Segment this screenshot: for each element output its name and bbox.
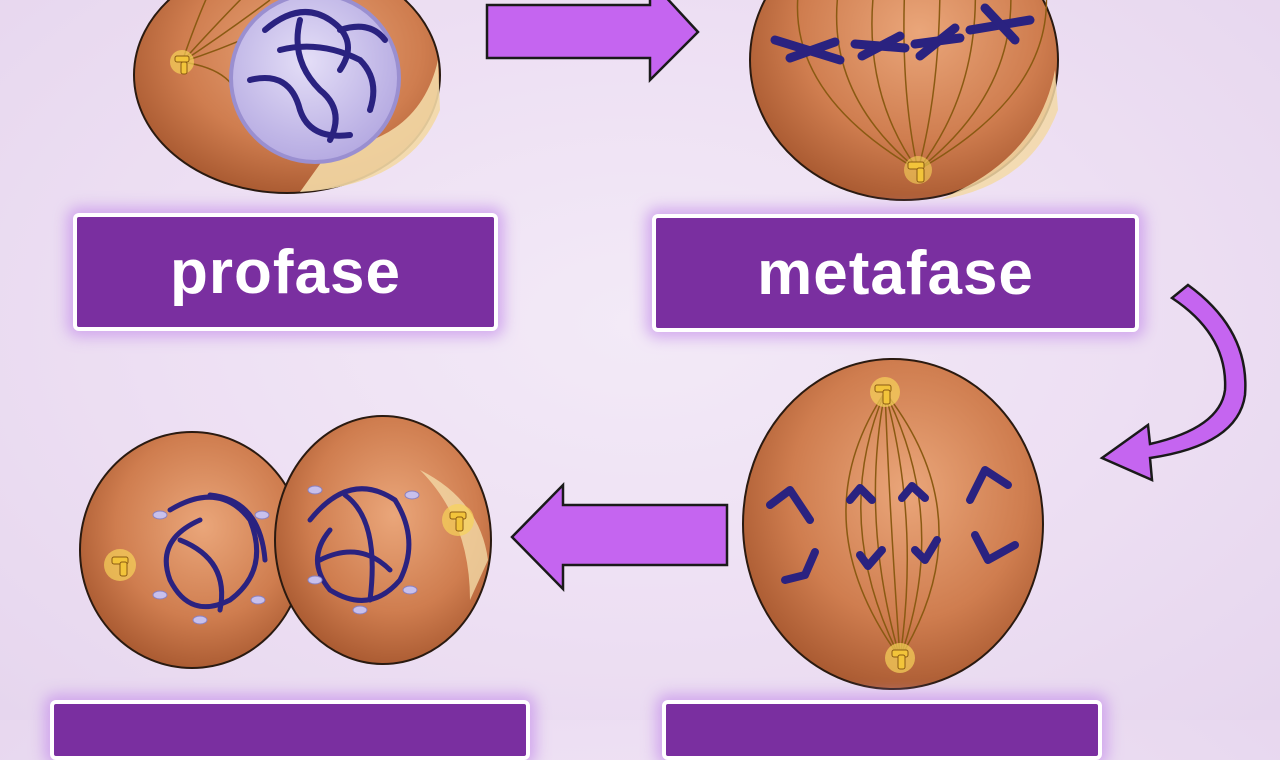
label-profase-text: profase [170,237,401,307]
label-metafase-text: metafase [757,238,1034,308]
curved-arrow-icon [1099,283,1247,482]
arrow-right-icon [485,0,700,84]
centrosome-icon [870,377,900,407]
metaphase-cell [749,0,1059,201]
centrosome-icon [904,156,932,184]
centrosome-icon [104,549,136,581]
label-profase: profase [73,213,498,331]
label-anaphase [662,700,1102,760]
prophase-cell [133,0,441,194]
anaphase-cell [742,358,1044,690]
label-telophase [50,700,530,760]
centrosome-icon [170,50,194,75]
centrosome-icon [442,504,474,536]
mitosis-diagram [79,0,1247,690]
centrosome-icon [885,643,915,673]
label-metafase: metafase [652,214,1139,332]
arrow-left-icon [510,481,729,593]
telophase-cells [79,415,492,669]
